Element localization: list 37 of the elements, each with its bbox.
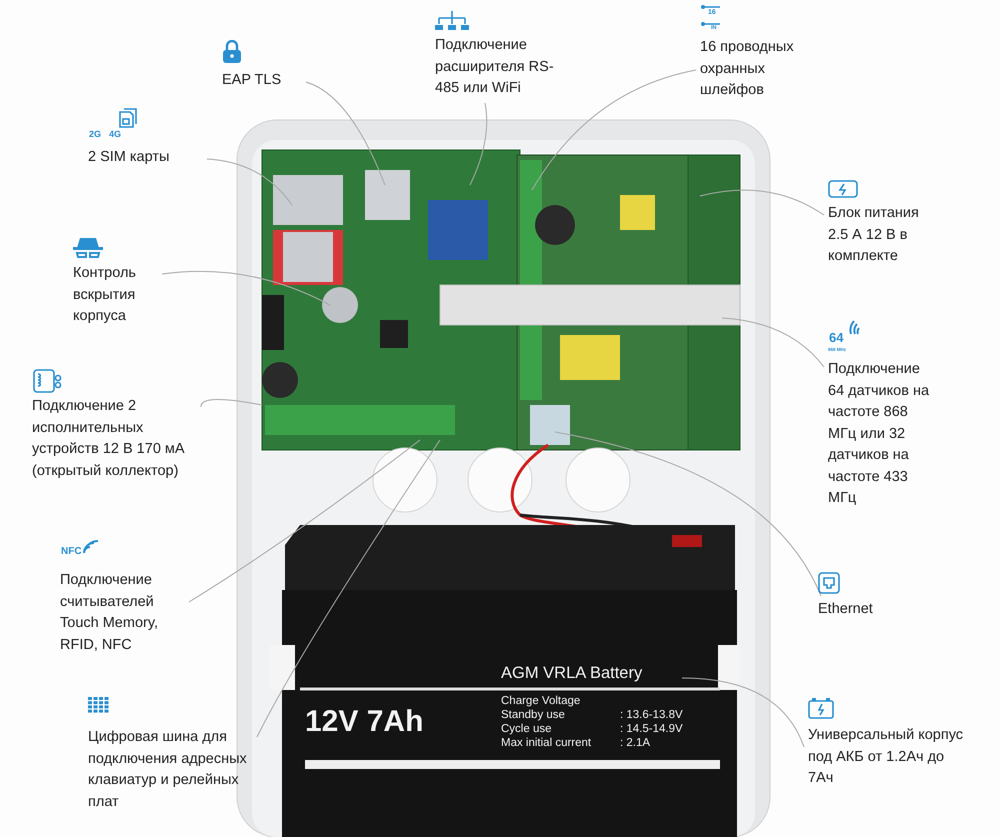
leader-line (682, 678, 804, 748)
leader-line (162, 270, 330, 306)
callout-text: EAP TLS (222, 70, 302, 92)
callout-text: Цифровая шина для подключения адресных клавиатур и релейных плат (88, 727, 253, 813)
callout-text: Подключение считывателей Touch Memory, RFID, NFC (60, 570, 185, 656)
leader-line (206, 158, 292, 206)
leader-line (722, 318, 824, 368)
callout-text: 2 SIM карты (88, 147, 203, 168)
callout-text: 16 проводных охранных шлейфов (700, 37, 820, 102)
leader-line (200, 399, 262, 408)
battery-label-text: Standby use (501, 709, 565, 722)
leader-line (554, 432, 822, 596)
battery-label-text: AGM VRLA Battery (501, 664, 642, 683)
icon-caption: 64 (829, 331, 844, 344)
icon-caption: 2G (89, 130, 102, 139)
leader-line (306, 82, 386, 186)
callout-text: Подключение 64 датчиков на частоте 868 МГц или 32 датчиков на частоте 433 МГц (828, 359, 938, 510)
callout-text: Контроль вскрытия корпуса (73, 263, 158, 328)
leader-line (188, 440, 420, 602)
leader-line (700, 190, 824, 216)
battery-label-text: : 2.1A (620, 737, 650, 750)
callout-text: Блок питания 2.5 А 12 В в комплекте (828, 203, 943, 268)
battery-label-text: Cycle use (501, 723, 552, 736)
leader-line (532, 70, 696, 190)
leader-line (256, 440, 440, 738)
callout-text: Подключение расширителя RS-485 или WiFi (435, 35, 570, 100)
icon-caption: 4G (109, 130, 122, 139)
icon-caption: NFC (61, 547, 82, 557)
battery-label-text: Max initial current (501, 737, 592, 750)
battery-label-text: 12V 7Ah (305, 705, 424, 740)
leader-line (470, 102, 488, 186)
callout-text: Универсальный корпус под АКБ от 1.2Ач до 7Ач (808, 725, 973, 790)
battery-label-text: Charge Voltage (501, 695, 580, 708)
callout-text: Подключение 2 исполнительных устройств 12 В 170 мА (открытый коллектор) (32, 396, 197, 482)
battery-label-text: : 14.5-14.9V (620, 723, 683, 736)
callout-text: Ethernet (818, 599, 898, 620)
battery-label-text: : 13.6-13.8V (620, 709, 683, 722)
